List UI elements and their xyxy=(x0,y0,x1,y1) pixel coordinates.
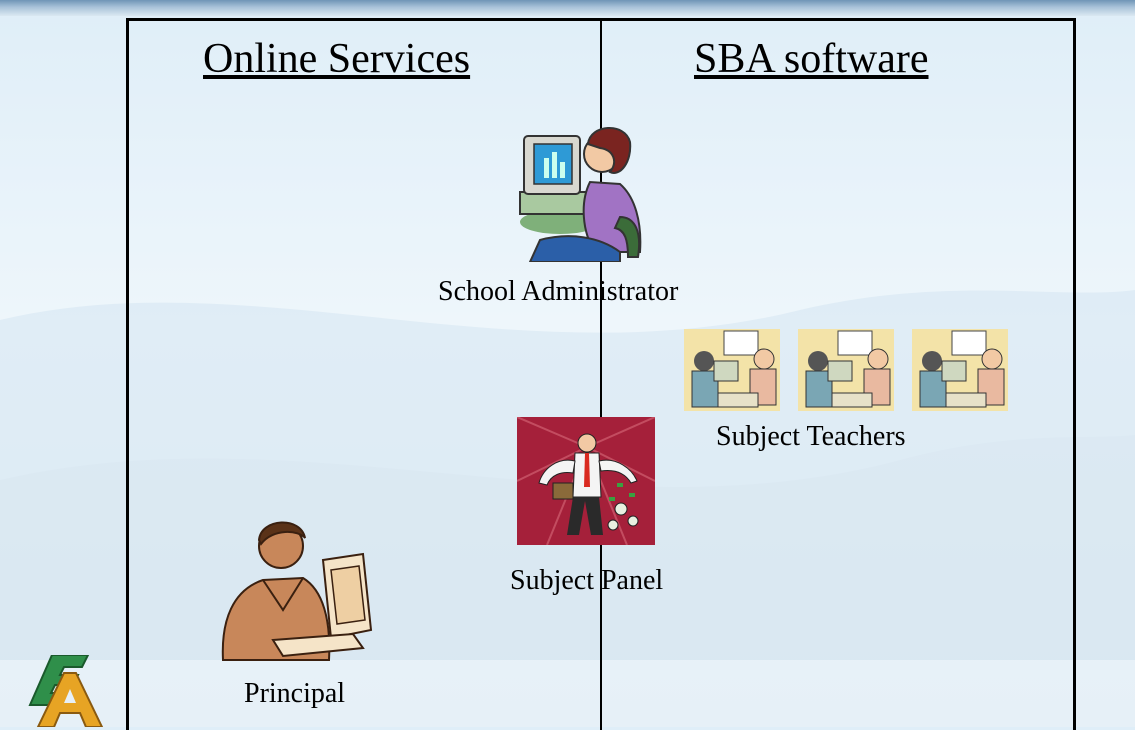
subject-teachers-label: Subject Teachers xyxy=(716,421,906,452)
sba-software-heading: SBA software xyxy=(694,36,929,82)
principal-label: Principal xyxy=(244,678,346,709)
businessman-throwing-money-icon xyxy=(517,417,655,545)
subject-panel-label: Subject Panel xyxy=(510,565,664,596)
ea-logo xyxy=(28,655,104,727)
woman-at-computer-icon xyxy=(519,127,642,262)
online-services-heading: Online Services xyxy=(203,36,471,82)
top-banner xyxy=(0,0,1135,16)
column-divider xyxy=(600,18,602,730)
school-administrator-label: School Administrator xyxy=(438,276,679,307)
teachers-meeting-icon xyxy=(684,325,1009,418)
man-at-computer-icon xyxy=(221,521,373,661)
